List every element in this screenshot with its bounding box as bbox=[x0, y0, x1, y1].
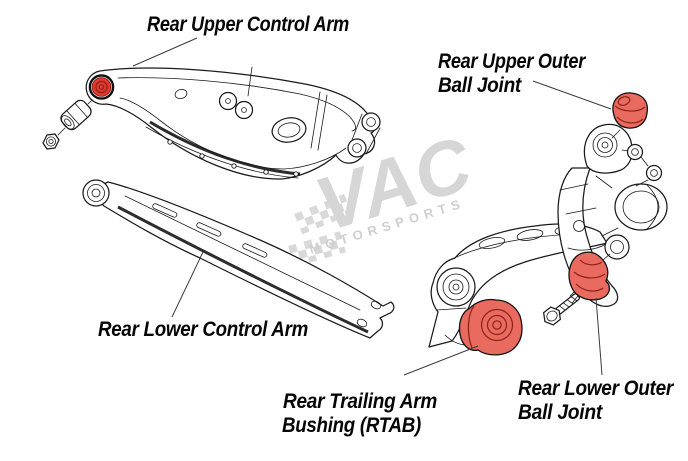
lower-outer-ball-joint-highlight bbox=[568, 251, 611, 304]
leader-upper-outer-ball-joint bbox=[532, 80, 612, 110]
leader-lower-control-arm bbox=[171, 251, 204, 318]
uca-inner-bushing-highlight bbox=[88, 74, 115, 100]
label-rear-trailing-arm-bushing: Rear Trailing Arm Bushing (RTAB) bbox=[282, 390, 437, 437]
bushing-cylinder bbox=[60, 99, 92, 131]
hub-bore bbox=[614, 183, 668, 231]
svg-text:Ball Joint: Ball Joint bbox=[438, 74, 522, 97]
leader-upper-control-arm bbox=[132, 37, 198, 67]
leader-lower-outer-ball-joint bbox=[595, 297, 603, 376]
svg-text:Rear Upper Outer: Rear Upper Outer bbox=[438, 50, 587, 73]
label-rear-lower-control-arm: Rear Lower Control Arm bbox=[98, 318, 308, 341]
trailing-arm-knuckle-drawing bbox=[428, 92, 668, 356]
svg-text:Bushing (RTAB): Bushing (RTAB) bbox=[282, 414, 421, 437]
upper-outer-ball-joint-highlight bbox=[611, 92, 649, 139]
label-rear-upper-outer-ball-joint: Rear Upper Outer Ball Joint bbox=[438, 50, 587, 97]
rear-upper-control-arm-drawing bbox=[42, 66, 381, 180]
svg-text:Rear Trailing Arm: Rear Trailing Arm bbox=[283, 390, 437, 413]
svg-text:Rear Lower Outer: Rear Lower Outer bbox=[518, 377, 675, 400]
label-rear-upper-control-arm: Rear Upper Control Arm bbox=[147, 13, 349, 36]
rear-lower-control-arm-drawing bbox=[82, 179, 395, 339]
svg-text:Ball Joint: Ball Joint bbox=[518, 401, 603, 424]
labels: Rear Upper Control Arm Rear Upper Outer … bbox=[98, 13, 675, 437]
checkered-flag-icon bbox=[288, 231, 346, 268]
label-rear-lower-outer-ball-joint: Rear Lower Outer Ball Joint bbox=[518, 377, 675, 424]
checkered-flag-icon bbox=[294, 193, 353, 235]
nut-hardware bbox=[42, 133, 60, 150]
rtab-bushing-highlight bbox=[458, 298, 523, 356]
leader-trailing-arm-bushing bbox=[403, 345, 479, 376]
bolt-hardware bbox=[543, 293, 580, 326]
leader-lines bbox=[132, 37, 612, 376]
